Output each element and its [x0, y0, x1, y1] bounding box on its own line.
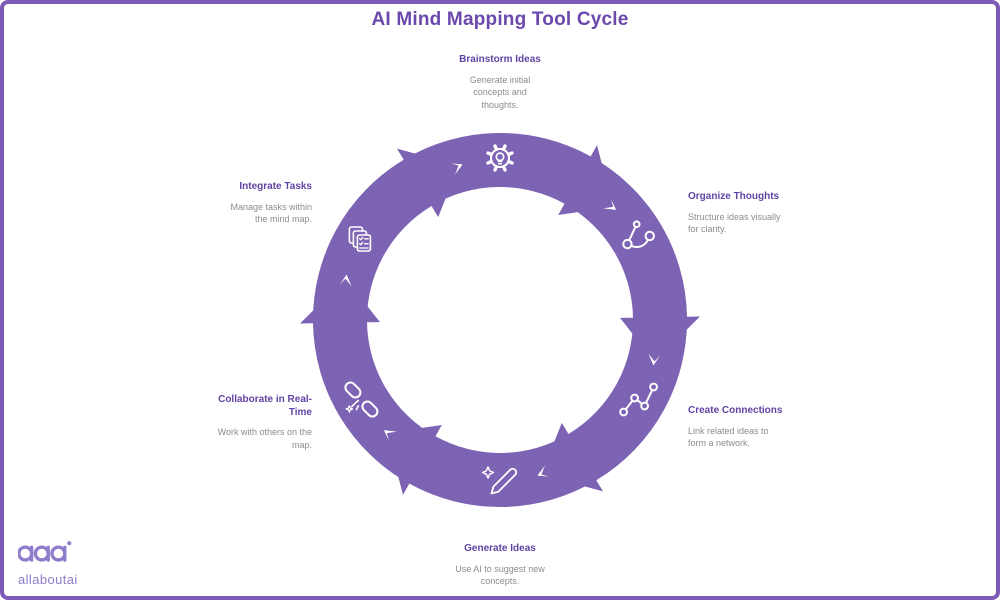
stage-description: Generate initial concepts and thoughts.	[469, 74, 531, 110]
stage-description: Manage tasks within the mind map.	[230, 201, 312, 225]
stage-integrate-tasks: Integrate Tasks Manage tasks within the …	[182, 181, 312, 226]
stage-description: Use AI to suggest new concepts.	[455, 563, 545, 587]
stage-title: Organize Thoughts	[688, 191, 780, 202]
stage-description: Link related ideas to form a network.	[688, 425, 769, 449]
stage-create-connections: Create Connections Link related ideas to…	[688, 405, 823, 450]
stage-title: Brainstorm Ideas	[459, 54, 541, 65]
stage-collaborate-real-time: Collaborate in Real-Time Work with other…	[182, 394, 312, 451]
stage-brainstorm-ideas: Brainstorm Ideas Generate initial concep…	[400, 54, 600, 111]
stage-generate-ideas: Generate Ideas Use AI to suggest new con…	[400, 543, 600, 588]
high-five-hands-icon	[344, 381, 379, 418]
logo-i-dot	[67, 541, 72, 546]
stage-title: Integrate Tasks	[239, 181, 312, 192]
stage-description: Work with others on the map.	[217, 427, 312, 450]
allaboutai-logo-monogram	[17, 541, 72, 562]
branch-nodes-icon	[622, 220, 655, 250]
stage-title: Generate Ideas	[464, 543, 536, 554]
stage-title: Collaborate in Real-Time	[218, 394, 312, 418]
cycle-segment-0	[403, 132, 614, 215]
stage-title: Create Connections	[688, 405, 783, 416]
cycle-ring	[300, 132, 700, 508]
cycle-segment-2	[541, 316, 688, 492]
allaboutai-logo: allaboutai	[17, 540, 78, 587]
stage-description: Structure ideas visually for clarity.	[688, 211, 781, 235]
cycle-segment-4	[300, 278, 436, 484]
stage-organize-thoughts: Organize Thoughts Structure ideas visual…	[688, 191, 823, 236]
cycle-segment-5	[312, 148, 459, 324]
allaboutai-logo-wordmark: allaboutai	[18, 572, 78, 587]
gear-lightbulb-icon	[486, 144, 514, 172]
task-checklist-icon	[348, 226, 372, 252]
pencil-sparkle-icon	[481, 466, 518, 495]
cycle-segment-3	[386, 425, 597, 508]
cycle-segment-1	[564, 156, 700, 362]
network-graph-icon	[619, 382, 659, 417]
page-title: AI Mind Mapping Tool Cycle	[371, 9, 629, 30]
